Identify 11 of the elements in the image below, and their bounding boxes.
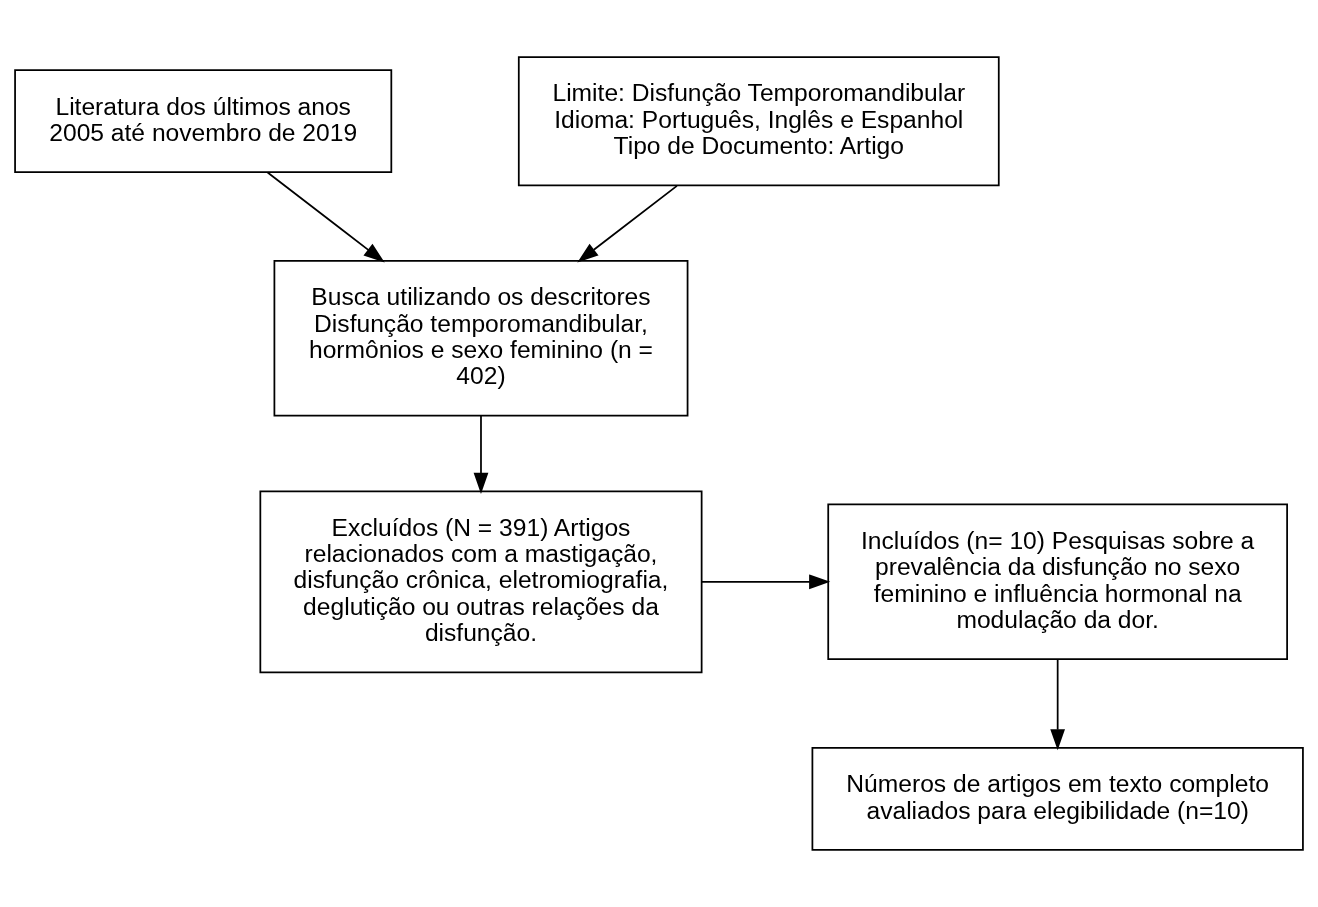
arrow <box>1050 658 1066 751</box>
node-box: Literatura dos últimos anos 2005 até novembro de 2019 <box>14 69 393 174</box>
arrow <box>266 171 385 263</box>
arrow <box>577 185 678 263</box>
node-box: Busca utilizando os descritores Disfunção temporomandibular, hormônios e sexo feminino (n = 402) <box>273 260 689 417</box>
node-box: Limite: Disfunção Temporomandibular Idioma: Português, Inglês e Espanhol Tipo de Documento: Artigo <box>517 56 1000 187</box>
node-box: Excluídos (N = 391) Artigos relacionados com a mastigação, disfunção crônica, eletromiografia, deglutição ou outras relações da disfunção. <box>259 490 703 674</box>
arrow <box>473 415 489 494</box>
arrow <box>700 574 831 590</box>
node-box: Incluídos (n= 10) Pesquisas sobre a prevalência da disfunção no sexo feminino e influência hormonal na modulação da dor. <box>827 503 1288 661</box>
node-box: Números de artigos em texto completo avaliados para elegibilidade (n=10) <box>811 747 1304 851</box>
